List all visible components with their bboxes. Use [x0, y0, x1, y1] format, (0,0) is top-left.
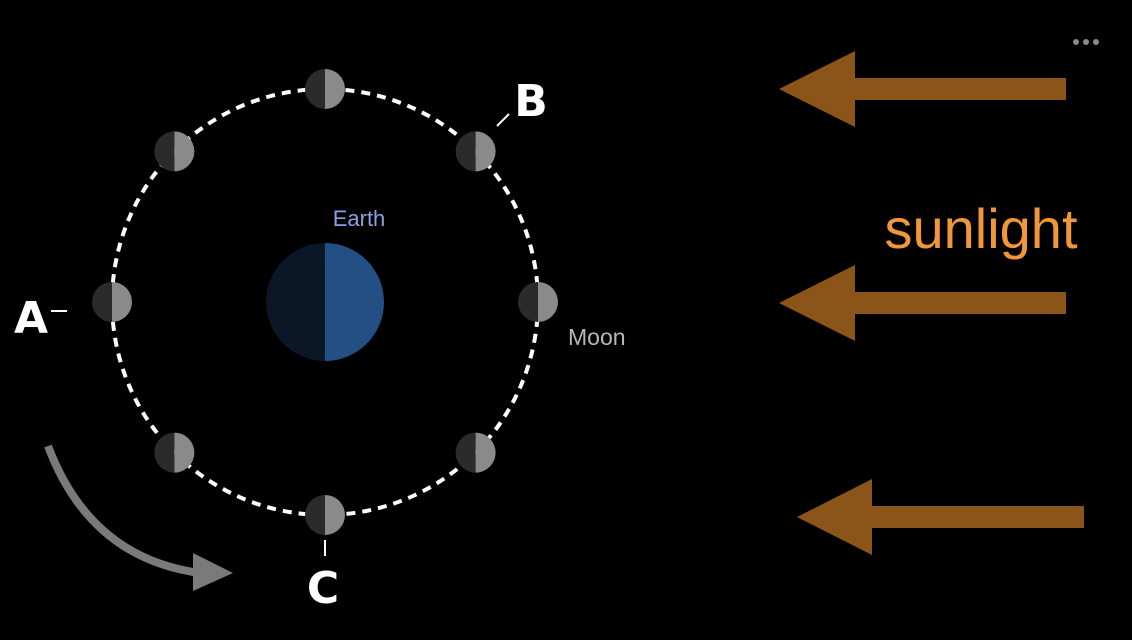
moon-dark-half — [518, 282, 538, 322]
moon-lit-half — [112, 282, 132, 322]
moon-bottom — [305, 495, 345, 535]
moon-lit-half — [325, 69, 345, 109]
sunlight-arrow-top-head — [779, 51, 855, 127]
sunlight-label: sunlight — [884, 197, 1077, 260]
moon-lit-half — [538, 282, 558, 322]
moon-dark-half — [455, 432, 476, 473]
moon-lower-right — [455, 432, 496, 473]
sunlight-arrow-bottom — [797, 479, 1084, 555]
moon-left — [92, 282, 132, 322]
position-label-a: A — [14, 293, 48, 344]
sunlight-arrow-middle — [779, 265, 1066, 341]
earth-label: Earth — [333, 206, 386, 231]
marker-b-tick — [496, 113, 510, 127]
moon-dark-half — [154, 432, 175, 473]
moon-lit-half — [475, 432, 496, 473]
moon-lit-half — [174, 131, 195, 172]
sunlight-arrow-middle-head — [779, 265, 855, 341]
moon-dark-half — [92, 282, 112, 322]
earth — [266, 243, 384, 361]
sunlight-arrow-bottom-shaft — [866, 506, 1084, 528]
position-label-b: B — [514, 76, 548, 127]
moon-dark-half — [305, 495, 325, 535]
sunlight-arrow-top-shaft — [848, 78, 1066, 100]
moon-lower-left — [154, 432, 195, 473]
more-options-button[interactable] — [1066, 30, 1106, 54]
moon-lit-half — [475, 131, 496, 172]
moon-dark-half — [305, 69, 325, 109]
sunlight-arrow-middle-shaft — [848, 292, 1066, 314]
earth-lit-half — [325, 243, 384, 361]
ellipsis-icon-dot — [1083, 39, 1089, 45]
moon-upper-left — [154, 131, 195, 172]
moon-positions — [92, 69, 558, 535]
orbit-direction-arrow — [44, 444, 233, 591]
moon-right — [518, 282, 558, 322]
moon-lit-half — [174, 432, 195, 473]
ellipsis-icon-dot — [1073, 39, 1079, 45]
moon-upper-right — [455, 131, 496, 172]
moon-dark-half — [455, 131, 476, 172]
moon-dark-half — [154, 131, 175, 172]
earth-dark-half — [266, 243, 325, 361]
orbit-direction-arrow-shaft — [44, 444, 201, 577]
moon-top — [305, 69, 345, 109]
moon-lit-half — [325, 495, 345, 535]
ellipsis-icon-dot — [1093, 39, 1099, 45]
sunlight-arrow-bottom-head — [797, 479, 872, 555]
orbit-direction-arrow-head — [193, 553, 233, 591]
position-label-c: C — [307, 563, 339, 614]
sunlight-arrow-top — [779, 51, 1066, 127]
moon-label: Moon — [568, 324, 626, 350]
